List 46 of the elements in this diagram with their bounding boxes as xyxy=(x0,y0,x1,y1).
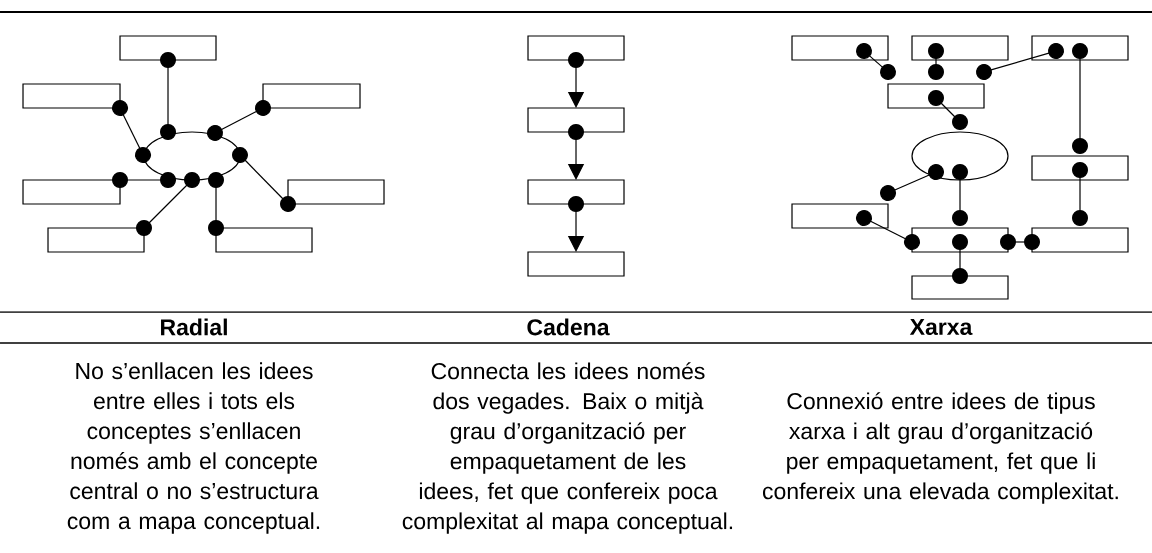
connector xyxy=(856,43,896,80)
connector xyxy=(976,43,1064,80)
description: No s’enllacen les idees entre elles i tots els conceptes s’enllacen només amb el concepte central o no s’estructura com a mapa conceptual. xyxy=(67,362,320,534)
concept-box xyxy=(911,35,1009,61)
connector xyxy=(952,234,968,284)
concept-box xyxy=(527,107,625,133)
connector xyxy=(952,164,968,226)
concept-box xyxy=(47,227,145,253)
connector xyxy=(112,100,151,163)
concept-box xyxy=(1031,35,1129,61)
concept-box xyxy=(911,227,1009,253)
connector xyxy=(112,172,176,188)
column-heading: Cadena xyxy=(527,318,610,336)
connector xyxy=(1072,162,1088,226)
concept-box xyxy=(791,203,889,229)
concept-box xyxy=(287,179,385,205)
ellipse xyxy=(911,131,1009,181)
connector xyxy=(856,210,920,250)
concept-box xyxy=(22,179,121,205)
concept-box xyxy=(527,179,625,205)
connector xyxy=(232,147,296,212)
connector xyxy=(136,172,200,236)
connector xyxy=(208,172,224,236)
concept-box xyxy=(527,35,625,61)
concept-box xyxy=(262,83,361,109)
concept-box xyxy=(911,275,1009,300)
connector xyxy=(880,164,944,201)
connector xyxy=(928,90,968,130)
connector xyxy=(928,43,944,80)
ellipse xyxy=(143,131,241,181)
concept-box xyxy=(1031,227,1129,253)
description: Connecta les idees només dos vegades. Baix o mitjà grau d’organització per empaquetament de les idees, fet que confereix poca complexitat al mapa conceptual. xyxy=(402,362,733,534)
connector xyxy=(1072,43,1088,154)
column-heading: Xarxa xyxy=(909,318,973,335)
connector xyxy=(160,52,176,140)
concept-box xyxy=(215,227,313,253)
concept-box xyxy=(1031,155,1129,181)
concept-box xyxy=(119,35,217,61)
concept-box xyxy=(22,83,121,109)
column-heading: Radial xyxy=(161,318,227,336)
connector xyxy=(207,100,271,141)
concept-box xyxy=(887,83,985,109)
connector xyxy=(1000,234,1040,250)
description: Connexió entre idees de tipus xarxa i alt grau d’organització per empaquetament, fet que li confereix una elevada complexitat. xyxy=(763,392,1118,504)
concept-box xyxy=(527,251,625,277)
concept-box xyxy=(791,35,889,61)
